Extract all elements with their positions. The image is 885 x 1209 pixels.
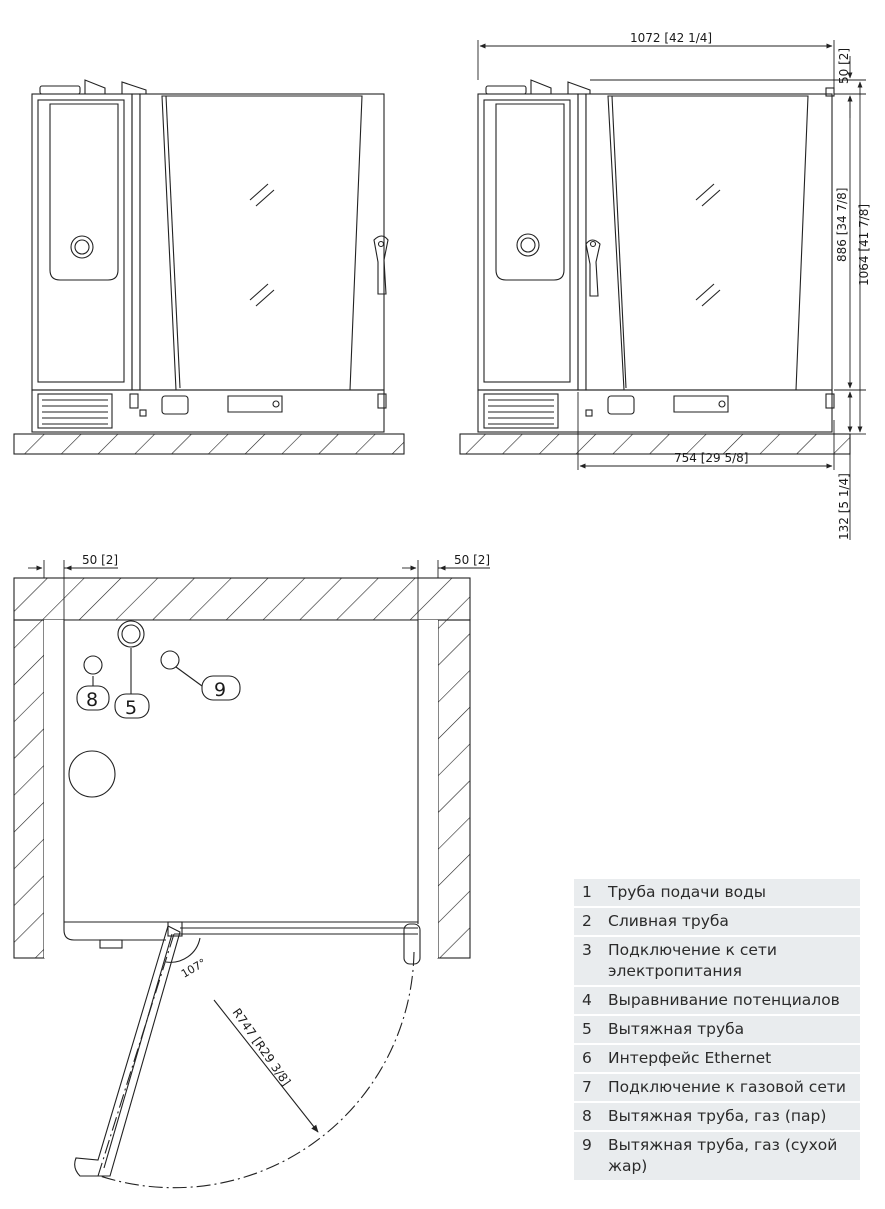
callout-5-bubble — [114, 693, 150, 719]
cabinet-body-1 — [139, 93, 385, 391]
door-width-label: 754 [29 5/8] — [674, 451, 748, 465]
pipe-5-inner — [121, 624, 141, 644]
legend-text: Вытяжная труба, газ (пар) — [600, 1103, 860, 1130]
open-door — [74, 925, 181, 1177]
control-panel-1 — [31, 93, 133, 391]
floor-base-1 — [13, 433, 405, 455]
legend-number: 2 — [574, 908, 600, 935]
top-view — [13, 577, 471, 1189]
back-wall — [13, 577, 471, 621]
legend-text: Труба подачи воды — [600, 879, 860, 906]
left-clearance-label: 50 [2] — [82, 553, 118, 567]
total-height-label: 1064 [41 7/8] — [857, 204, 871, 286]
width-dimension-label: 1072 [42 1/4] — [630, 31, 712, 45]
front-view-dimensioned — [459, 79, 851, 455]
callout-5: 5 — [125, 697, 137, 719]
base-height-label: 132 [5 1/4] — [837, 473, 851, 540]
legend-text: Вытяжная труба, газ (сухой жар) — [600, 1132, 860, 1180]
callout-9: 9 — [214, 679, 226, 701]
control-knob-1 — [70, 235, 94, 259]
legend-number: 6 — [574, 1045, 600, 1072]
callout-8-bubble — [76, 685, 110, 711]
left-wall — [13, 619, 45, 959]
pipe-8 — [83, 655, 103, 675]
door-handle-2 — [585, 239, 601, 297]
body-height-label: 886 [34 7/8] — [835, 188, 849, 262]
legend-text: Вытяжная труба — [600, 1016, 860, 1043]
control-panel-2 — [477, 93, 579, 391]
appliance-outline — [63, 620, 166, 941]
legend-number: 4 — [574, 987, 600, 1014]
callout-9-bubble — [201, 675, 241, 701]
door-handle-1 — [373, 235, 389, 295]
door-radius-label: R747 [R29 3/8] — [230, 1006, 294, 1089]
control-knob-2 — [516, 233, 540, 257]
legend-text: Выравнивание потенциалов — [600, 987, 860, 1014]
legend-number: 7 — [574, 1074, 600, 1101]
legend-text: Интерфейс Ethernet — [600, 1045, 860, 1072]
dimension-lines — [477, 40, 866, 540]
legend-number: 8 — [574, 1103, 600, 1130]
legend-number: 5 — [574, 1016, 600, 1043]
pipe-5-outer — [117, 620, 145, 648]
legend-text: Подключение к газовой сети — [600, 1074, 860, 1101]
legend-text: Подключение к сети электропитания — [600, 937, 860, 985]
legend-number: 1 — [574, 879, 600, 906]
door-swing-arc — [99, 951, 415, 1189]
legend-number: 9 — [574, 1132, 600, 1180]
floor-base-2 — [459, 433, 851, 455]
right-wall — [437, 619, 471, 959]
front-view-closed — [13, 79, 405, 455]
callout-8: 8 — [86, 689, 98, 711]
top-clearance-label: 50 [2] — [837, 48, 851, 84]
legend-number: 3 — [574, 937, 600, 985]
cabinet-body-2 — [585, 93, 833, 391]
clearance-dimensions — [28, 560, 490, 620]
legend-text: Сливная труба — [600, 908, 860, 935]
pipe-9 — [160, 650, 180, 670]
right-clearance-label: 50 [2] — [454, 553, 490, 567]
vent-circle — [68, 750, 116, 798]
